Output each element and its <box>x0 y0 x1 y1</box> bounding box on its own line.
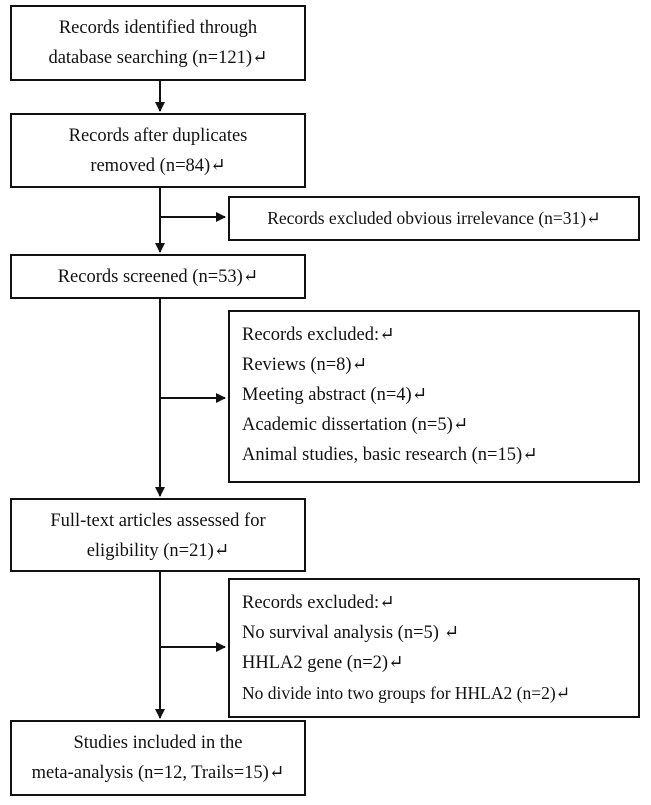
box-records-after-duplicates: Records after duplicates removed (n=84)↵ <box>10 113 306 188</box>
excluded-screening-item: Records excluded:↵ <box>242 325 395 345</box>
box-full-text-assessed: Full-text articles assessed for eligibil… <box>10 498 306 572</box>
box-records-screened: Records screened (n=53)↵ <box>10 254 306 299</box>
box-excluded-eligibility: Records excluded:↵ No survival analysis … <box>228 578 640 718</box>
excluded-eligibility-item: Records excluded:↵ <box>242 593 395 613</box>
full-text-line2: eligibility (n=21)↵ <box>86 541 230 561</box>
excluded-eligibility-item: No survival analysis (n=5) ↵ <box>242 623 460 643</box>
excluded-screening-item: Meeting abstract (n=4)↵ <box>242 385 428 405</box>
included-line1: Studies included in the <box>73 733 243 753</box>
after-duplicates-line2: removed (n=84)↵ <box>90 156 226 176</box>
excluded-eligibility-item: HHLA2 gene (n=2)↵ <box>242 653 404 673</box>
identified-line2: database searching (n=121)↵ <box>48 48 268 68</box>
full-text-line1: Full-text articles assessed for <box>50 511 266 531</box>
included-line2: meta-analysis (n=12, Trails=15)↵ <box>31 763 285 783</box>
box-records-identified: Records identified through database sear… <box>10 5 306 81</box>
excluded-screening-item: Academic dissertation (n=5)↵ <box>242 415 469 435</box>
box-excluded-irrelevance: Records excluded obvious irrelevance (n=… <box>228 196 640 241</box>
after-duplicates-line1: Records after duplicates <box>68 126 248 146</box>
identified-line1: Records identified through <box>58 18 258 38</box>
screened-text: Records screened (n=53)↵ <box>57 267 259 287</box>
box-excluded-screening: Records excluded:↵ Reviews (n=8)↵ Meetin… <box>228 310 640 483</box>
box-studies-included: Studies included in the meta-analysis (n… <box>10 720 306 796</box>
excluded-irrelevance-text: Records excluded obvious irrelevance (n=… <box>267 208 601 228</box>
excluded-eligibility-item: No divide into two groups for HHLA2 (n=2… <box>242 683 571 703</box>
excluded-screening-item: Animal studies, basic research (n=15)↵ <box>242 445 538 465</box>
excluded-screening-item: Reviews (n=8)↵ <box>242 355 368 375</box>
